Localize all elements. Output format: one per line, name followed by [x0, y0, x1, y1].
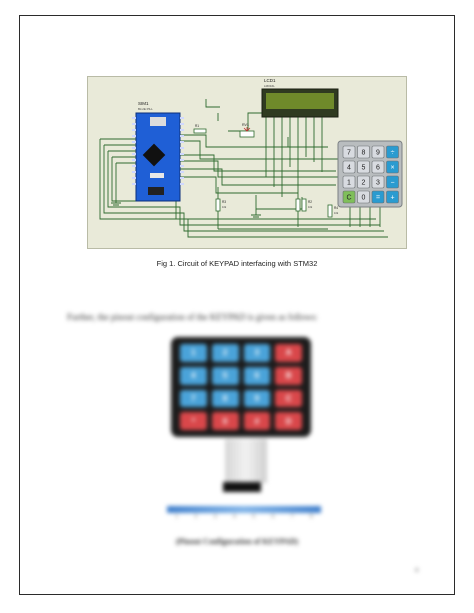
pin-bar: [167, 506, 321, 513]
pin-number: 5: [252, 514, 256, 520]
r2-value: 10k: [308, 205, 313, 209]
blurred-section: Further, the pinout configuration of the…: [19, 300, 455, 594]
keypad-key: [357, 190, 370, 204]
photo-key: 0: [211, 412, 239, 430]
wires: [99, 99, 388, 238]
keypad-key: [357, 160, 370, 174]
keypad-key-label: 4: [347, 164, 351, 171]
r4-value: 10k: [334, 211, 339, 215]
keypad-key: [371, 190, 385, 204]
keypad-key-label: 3: [376, 179, 380, 186]
lcd-display: [261, 88, 339, 118]
keypad-key: [371, 175, 385, 189]
pinout-caption: (Pinout Configuration of KEYPAD): [175, 537, 299, 546]
keypad-key-label: 5: [362, 164, 366, 171]
keypad-key-label: 6: [376, 164, 380, 171]
photo-key: 9: [243, 389, 271, 408]
pin-number: 1: [175, 514, 179, 520]
r1-label: R1: [195, 124, 199, 128]
r2-label: R2: [308, 200, 312, 204]
pin-labels: 1 2 3 4 5 6 7 8: [167, 514, 321, 520]
keypad-key-label: =: [376, 194, 380, 201]
page-number: 4: [415, 568, 419, 574]
potentiometer: [239, 127, 255, 138]
keypad-key-label: 7: [347, 149, 351, 156]
keypad-connector: [223, 482, 261, 492]
keypad-key-label: ÷: [391, 149, 395, 156]
pin-number: 7: [290, 514, 294, 520]
pin-number: 8: [309, 514, 313, 520]
photo-key: D: [275, 412, 302, 430]
keypad-key-label: 9: [376, 149, 380, 156]
r3-value: 10k: [222, 205, 227, 209]
photo-key: 8: [211, 389, 239, 408]
keypad-key-label: +: [390, 194, 394, 201]
photo-key: B: [275, 366, 302, 385]
keypad-key-label: ×: [390, 164, 394, 171]
ground-symbols: [111, 195, 261, 218]
photo-key: 1: [180, 344, 207, 362]
keypad-key: [386, 145, 399, 159]
lcd-model-label: LM016L: [264, 84, 275, 88]
keypad-key-label: 2: [362, 179, 366, 186]
keypad-key: [357, 145, 370, 159]
keypad-key-label: 8: [362, 149, 366, 156]
keypad-key: [342, 190, 356, 204]
photo-key: 3: [243, 344, 271, 362]
pot-ref-label: RV1: [242, 123, 249, 127]
photo-key: 6: [243, 366, 271, 385]
keypad-key: [386, 175, 399, 189]
photo-key: #: [243, 412, 271, 430]
photo-key: A: [275, 344, 302, 362]
r4-label: R4: [334, 206, 338, 210]
board-model-label: BLUE PILL: [138, 107, 153, 111]
photo-key: *: [180, 412, 207, 430]
keypad-key-label: 0: [362, 194, 366, 201]
keypad-keys: 7 8 9 ÷ 4 5 6 × 1 2 3 − C 0 = +: [342, 145, 399, 204]
board-ref-label: SIM1: [138, 101, 149, 106]
resistors: [193, 128, 333, 218]
photo-key: 2: [211, 344, 239, 362]
stm32-board: [132, 112, 184, 202]
keypad-key: [342, 175, 356, 189]
pin-number: 2: [194, 514, 198, 520]
r3-label: R3: [222, 200, 226, 204]
pin-number: 6: [271, 514, 275, 520]
pin-number: 4: [232, 514, 236, 520]
keypad-key: [342, 160, 356, 174]
photo-key: 4: [180, 366, 207, 385]
circuit-schematic: SIM1 BLUE PILL LCD1 LM016L RV1 R1 R3 10k…: [99, 78, 403, 238]
keypad-key-label: C: [346, 194, 351, 201]
keypad-key: [371, 145, 385, 159]
keypad-key: [386, 160, 399, 174]
keypad: 7 8 9 ÷ 4 5 6 × 1 2 3 − C 0 = +: [337, 140, 403, 208]
intro-text: Further, the pinout configuration of the…: [67, 312, 318, 322]
figure-caption: Fig 1. Circuit of KEYPAD interfacing wit…: [156, 259, 318, 268]
keypad-key: [357, 175, 370, 189]
photo-key: 5: [211, 366, 239, 385]
ribbon-cable: [225, 439, 267, 483]
photo-key: 7: [180, 389, 207, 408]
photo-key: C: [275, 389, 302, 408]
keypad-key: [386, 190, 399, 204]
keypad-key-label: 1: [347, 179, 351, 186]
circuit-figure: SIM1 BLUE PILL LCD1 LM016L RV1 R1 R3 10k…: [87, 76, 407, 249]
keypad-key: [371, 160, 385, 174]
lcd-ref-label: LCD1: [264, 78, 276, 83]
pin-number: 3: [213, 514, 217, 520]
keypad-key-label: −: [390, 179, 394, 186]
keypad-key: [342, 145, 356, 159]
